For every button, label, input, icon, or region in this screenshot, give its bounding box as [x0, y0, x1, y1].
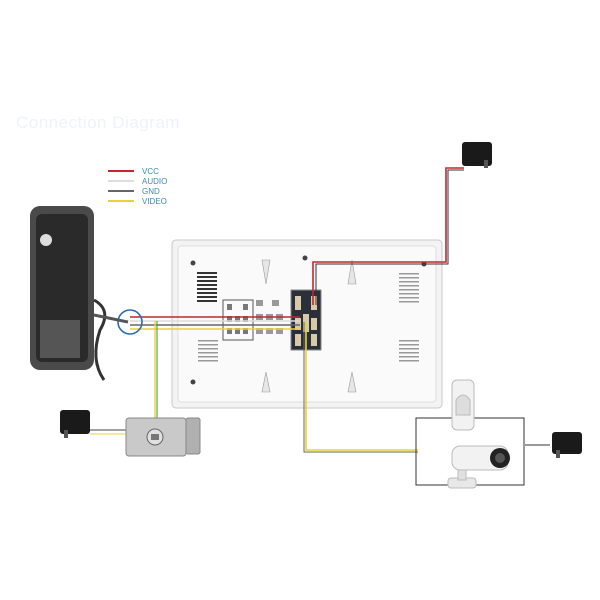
pir-sensor — [451, 379, 475, 431]
power-adapter-camera — [552, 432, 582, 458]
indoor-monitor — [171, 239, 443, 409]
audio-swatch — [108, 180, 134, 182]
electric-lock — [125, 417, 201, 457]
legend-gnd: GND — [108, 186, 167, 196]
power-adapter-lock — [60, 410, 90, 438]
legend-label: VIDEO — [142, 196, 167, 206]
legend-video: VIDEO — [108, 196, 167, 206]
video-swatch — [108, 200, 134, 202]
legend-label: VCC — [142, 166, 159, 176]
cable-joint-marker — [117, 309, 143, 335]
wire-legend: VCC AUDIO GND VIDEO — [108, 166, 167, 206]
power-adapter-monitor — [462, 142, 492, 168]
cctv-camera — [447, 445, 510, 489]
outdoor-call-unit — [30, 206, 129, 381]
legend-label: GND — [142, 186, 160, 196]
gnd-swatch — [108, 190, 134, 192]
diagram-title: Connection Diagram — [16, 113, 180, 132]
legend-vcc: VCC — [108, 166, 167, 176]
legend-label: AUDIO — [142, 176, 168, 186]
legend-audio: AUDIO — [108, 176, 167, 186]
vcc-swatch — [108, 170, 134, 172]
